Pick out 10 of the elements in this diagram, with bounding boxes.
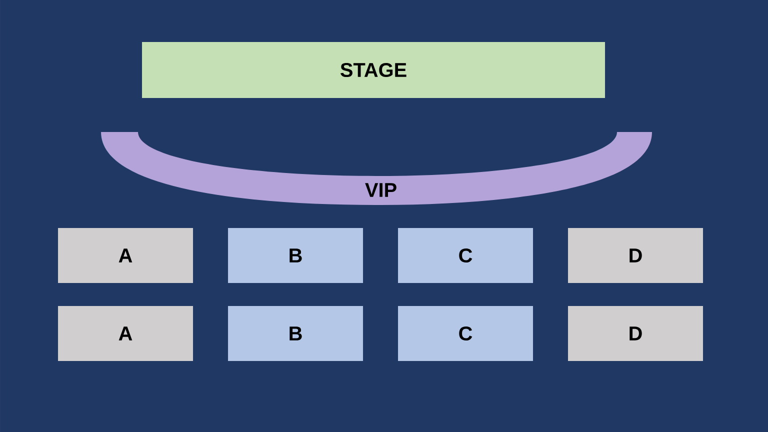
vip-seating-band: VIP [101,132,652,205]
seating-section: D [568,306,703,361]
seating-section: C [398,306,533,361]
seating-section: A [58,228,194,283]
seating-section: B [228,228,363,283]
seating-section: A [58,306,194,361]
seating-section: B [228,306,363,361]
seating-section: D [568,228,703,283]
seating-section: C [398,228,533,283]
stage-area: STAGE [142,42,606,98]
